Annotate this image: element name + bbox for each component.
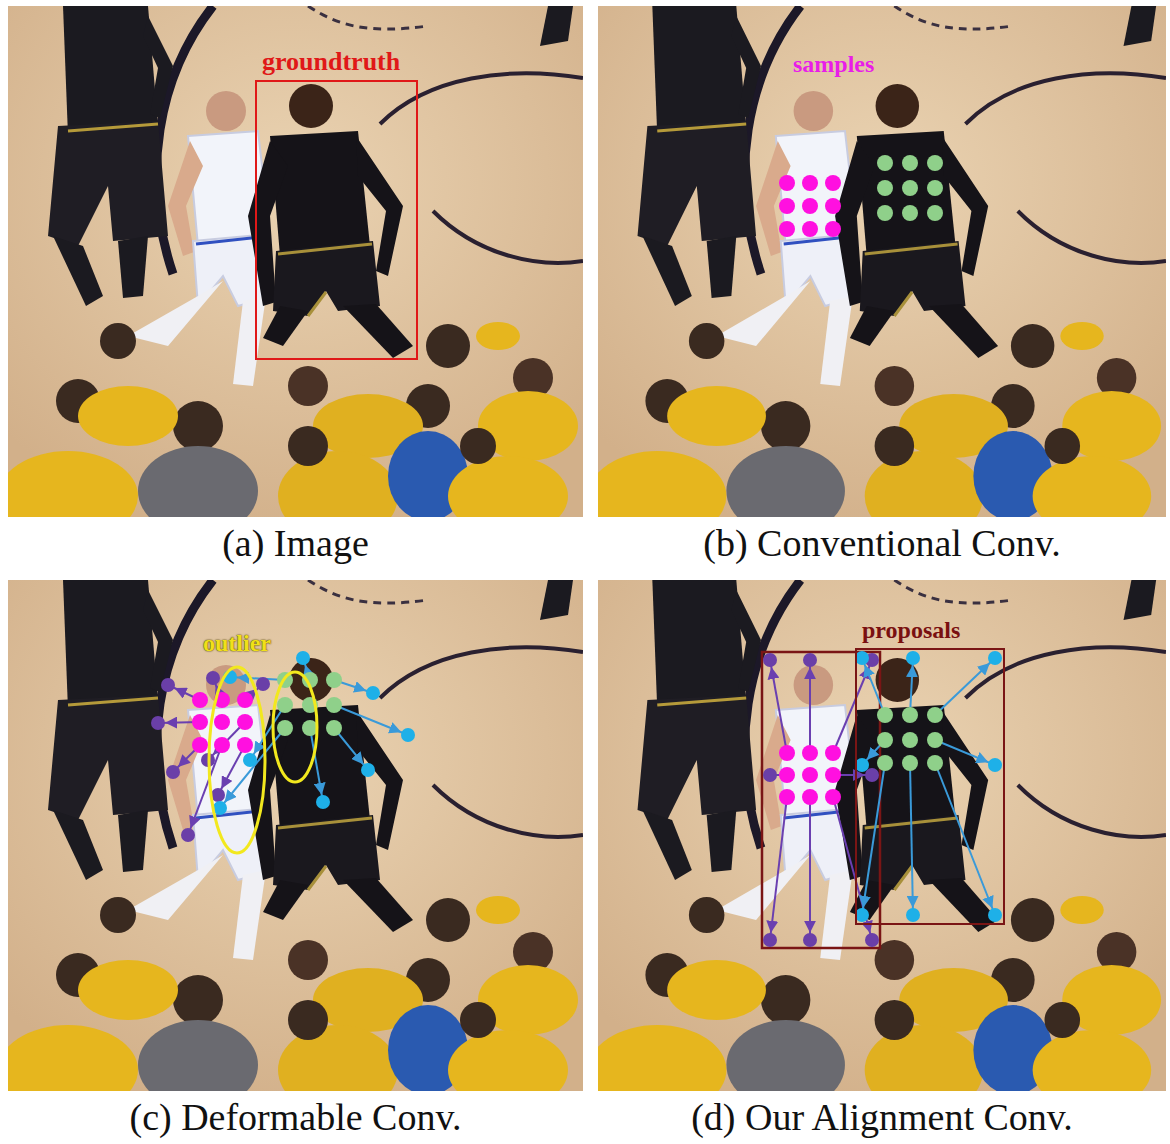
sample-label: samples: [793, 50, 874, 78]
panel-caption: (d) Our Alignment Conv.: [598, 1097, 1166, 1137]
proposal-box: proposals: [855, 648, 1005, 925]
deformable-samples: [151, 651, 415, 842]
sample-dots: [779, 155, 943, 237]
outlier-ellipse: outlier: [207, 665, 267, 855]
ellipse-outline: [207, 665, 267, 855]
panel-caption: (c) Deformable Conv.: [8, 1097, 583, 1137]
figure-panel: (d) Our Alignment Conv.proposals: [598, 580, 1166, 1091]
box-label: proposals: [862, 616, 960, 644]
alignment-samples: [762, 651, 1002, 948]
box-label: groundtruth: [262, 48, 400, 76]
panel-caption: (b) Conventional Conv.: [598, 523, 1166, 563]
figure-panel: (b) Conventional Conv.samples: [598, 6, 1166, 517]
figure-panel: (c) Deformable Conv.outlier: [8, 580, 583, 1091]
panel-caption: (a) Image: [8, 523, 583, 563]
ellipse-label: outlier: [203, 629, 271, 657]
figure-panel: (a) Imagegroundtruth: [8, 6, 583, 517]
groundtruth-box: groundtruth: [255, 80, 418, 360]
